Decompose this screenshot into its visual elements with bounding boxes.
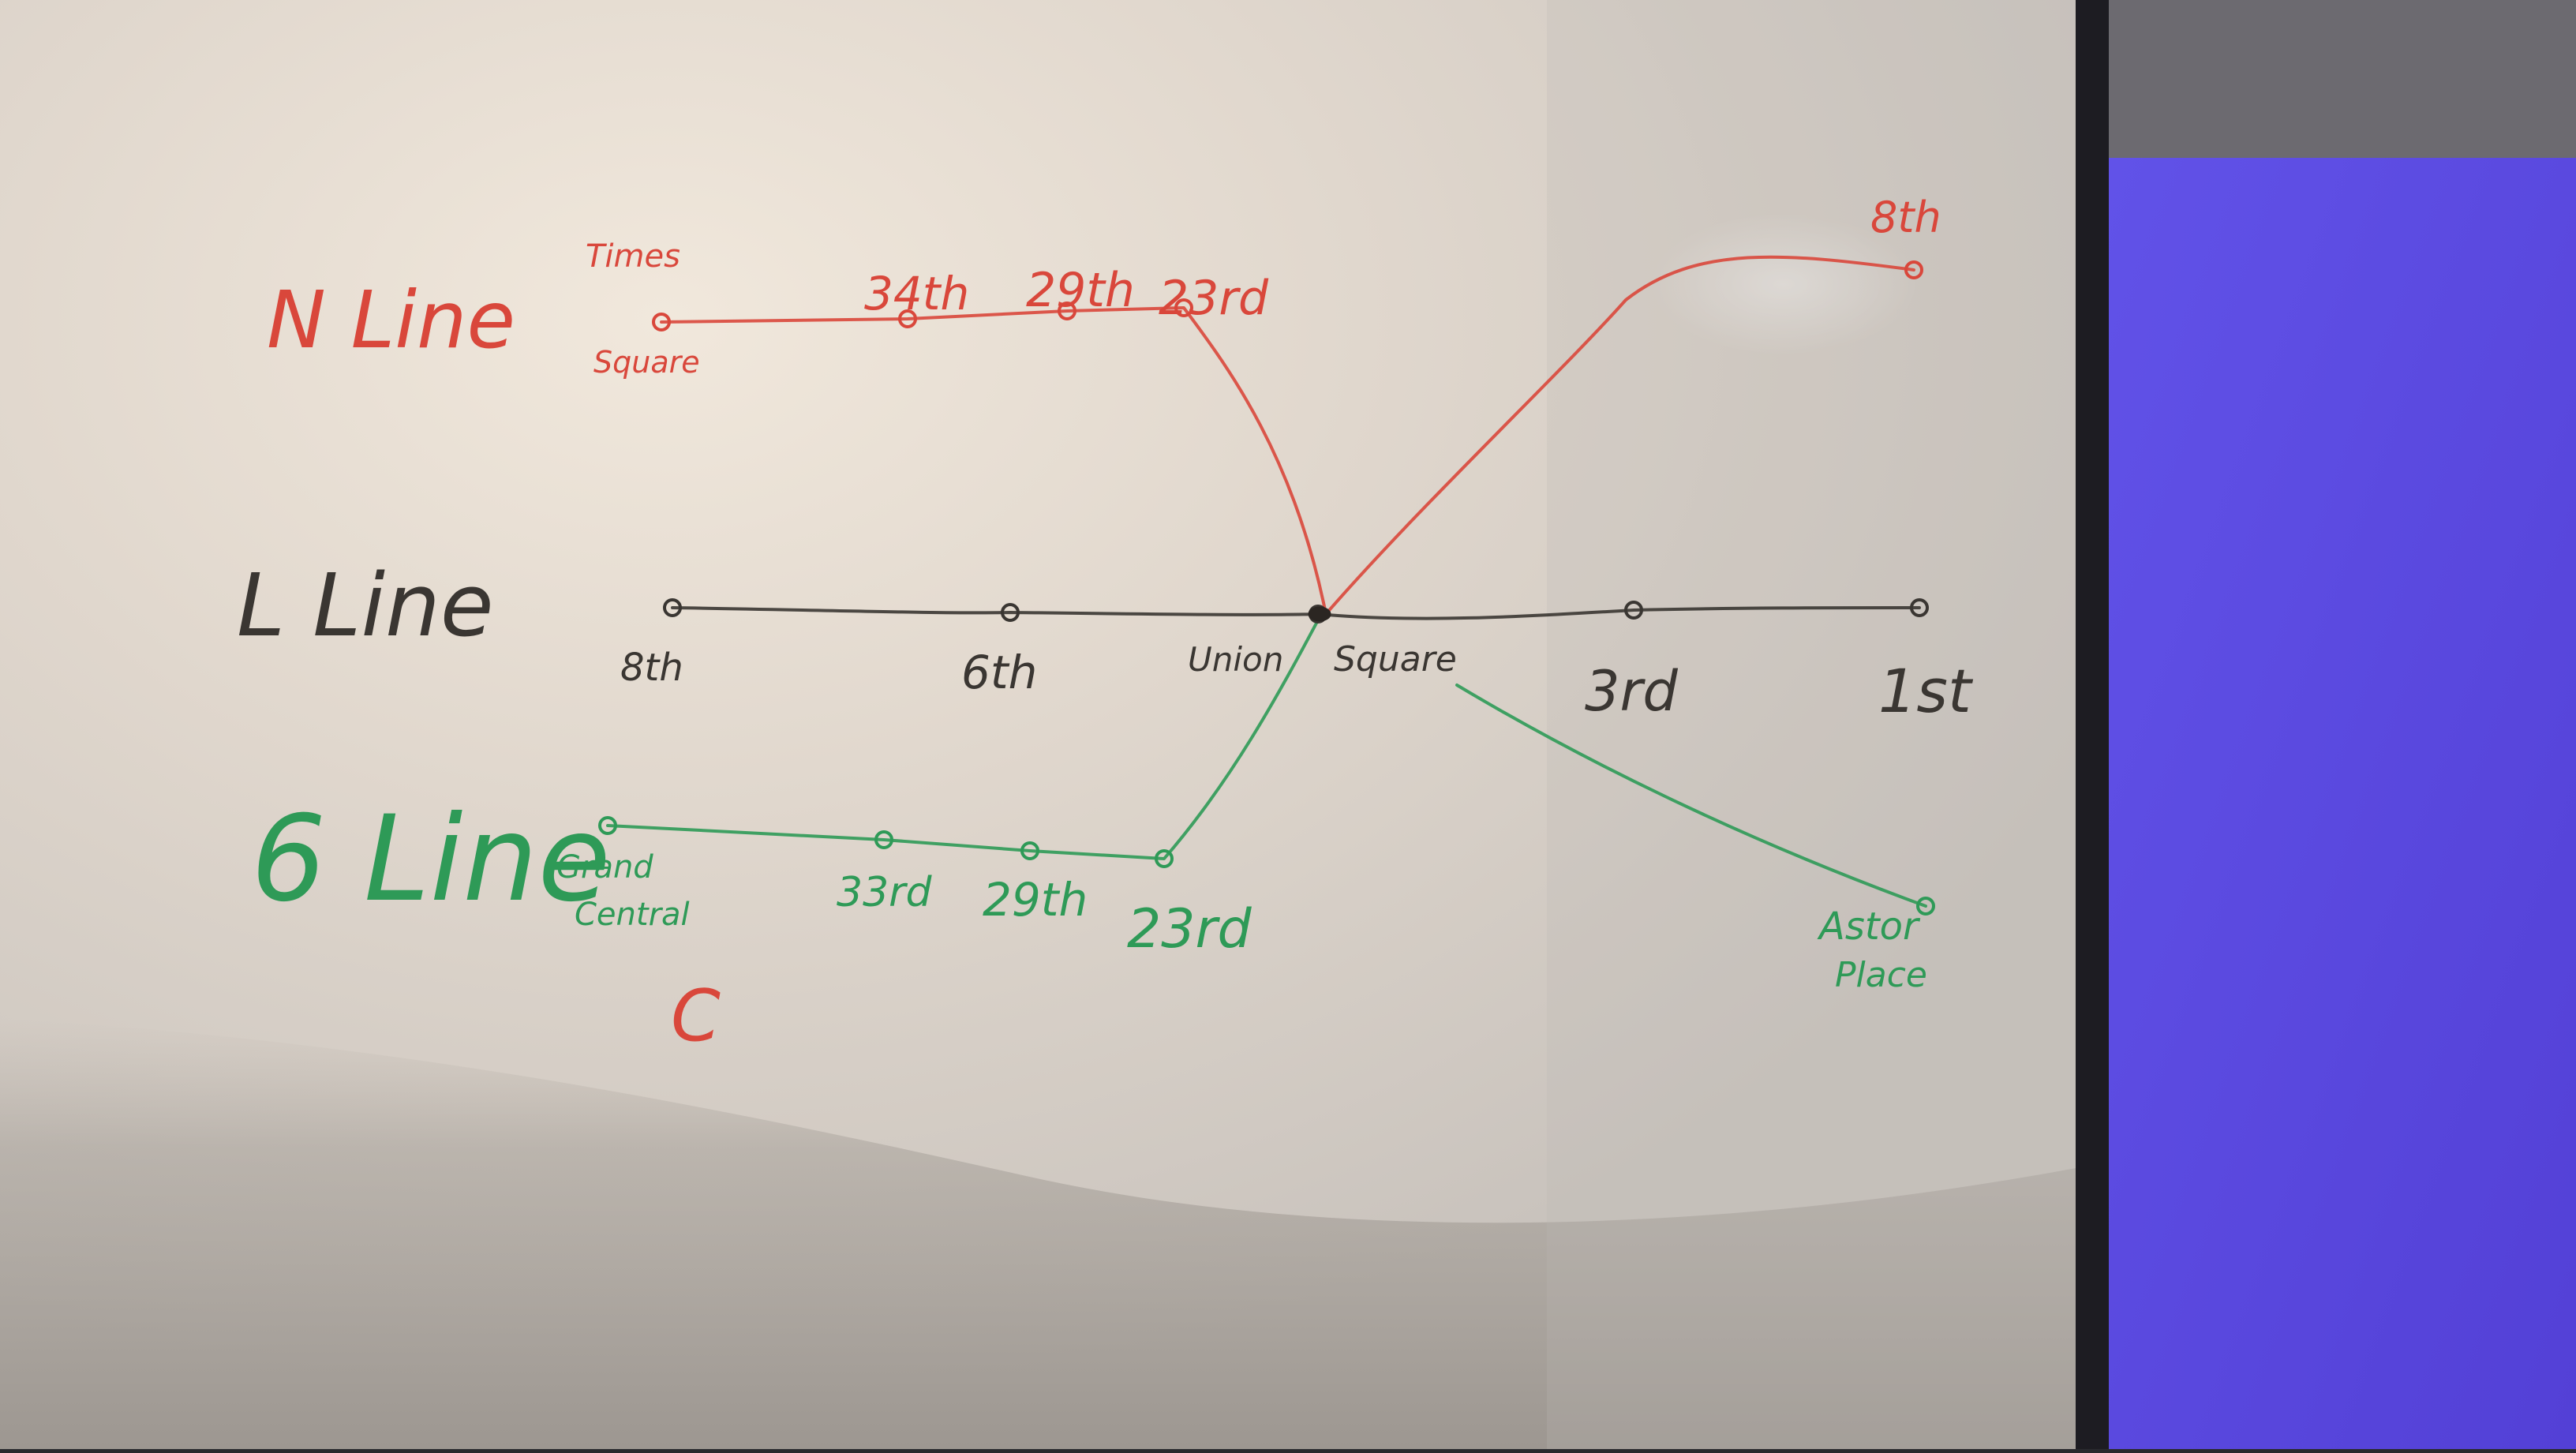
route-n [660, 255, 1915, 616]
hub-marker-union-square [1308, 606, 1331, 622]
station-marker-n-4 [1904, 260, 1923, 279]
station-markers [598, 260, 1935, 916]
line-title-l: L Line [237, 555, 494, 656]
station-label-n-2: 29th [1026, 263, 1135, 318]
station-marker-n-2 [1058, 301, 1076, 320]
line-title-six: 6 Line [251, 791, 611, 928]
station-marker-six-4 [1916, 897, 1935, 916]
station-marker-l-4 [1910, 598, 1929, 617]
station-marker-n-1 [898, 309, 917, 328]
station-label-six-2: 29th [983, 873, 1088, 927]
station-marker-n-3 [1174, 298, 1193, 317]
station-label-six-4: Astor [1817, 904, 1921, 949]
route-six [606, 616, 1927, 908]
station-label2-six-4: Place [1835, 955, 1927, 995]
station-label2-n-0: Square [593, 345, 700, 380]
board-right-shade [1547, 0, 2076, 1449]
line-title-n: N Line [267, 274, 515, 366]
station-marker-six-2 [1020, 841, 1039, 860]
station-label-n-3: 23rd [1159, 271, 1269, 326]
station-label-l-3: 3rd [1585, 659, 1678, 724]
route-lines [606, 255, 1927, 908]
board-frame-edge [2076, 0, 2109, 1449]
station-label-l-4: 1st [1878, 656, 1974, 726]
station-label-six-3: 23rd [1127, 898, 1252, 961]
board-shadow [0, 1018, 2076, 1449]
station-label-l-2: Union [1188, 640, 1283, 679]
wall-area [2109, 0, 2576, 174]
station-label2-six-0: Central [575, 897, 690, 933]
station-marker-six-3 [1155, 849, 1174, 868]
stray-mark: C [671, 975, 721, 1058]
station-label-six-1: 33rd [837, 869, 933, 916]
station-label-n-0: Times [586, 238, 680, 275]
station-marker-l-0 [663, 598, 682, 617]
projector-screen [2109, 158, 2576, 1449]
station-marker-l-3 [1624, 601, 1643, 620]
station-marker-n-0 [652, 313, 671, 331]
light-reflection [1649, 213, 1918, 355]
station-marker-six-0 [598, 816, 617, 835]
station-label-n-1: 34th [864, 267, 969, 320]
station-marker-six-1 [874, 830, 893, 849]
station-label-l-0: 8th [620, 646, 683, 690]
station-label2-l-2: Square [1334, 639, 1457, 680]
station-marker-l-1 [1001, 603, 1020, 622]
station-label-six-0: Grand [556, 849, 653, 886]
station-label-n-4: 8th [1870, 193, 1941, 242]
station-label-l-1: 6th [961, 646, 1037, 699]
